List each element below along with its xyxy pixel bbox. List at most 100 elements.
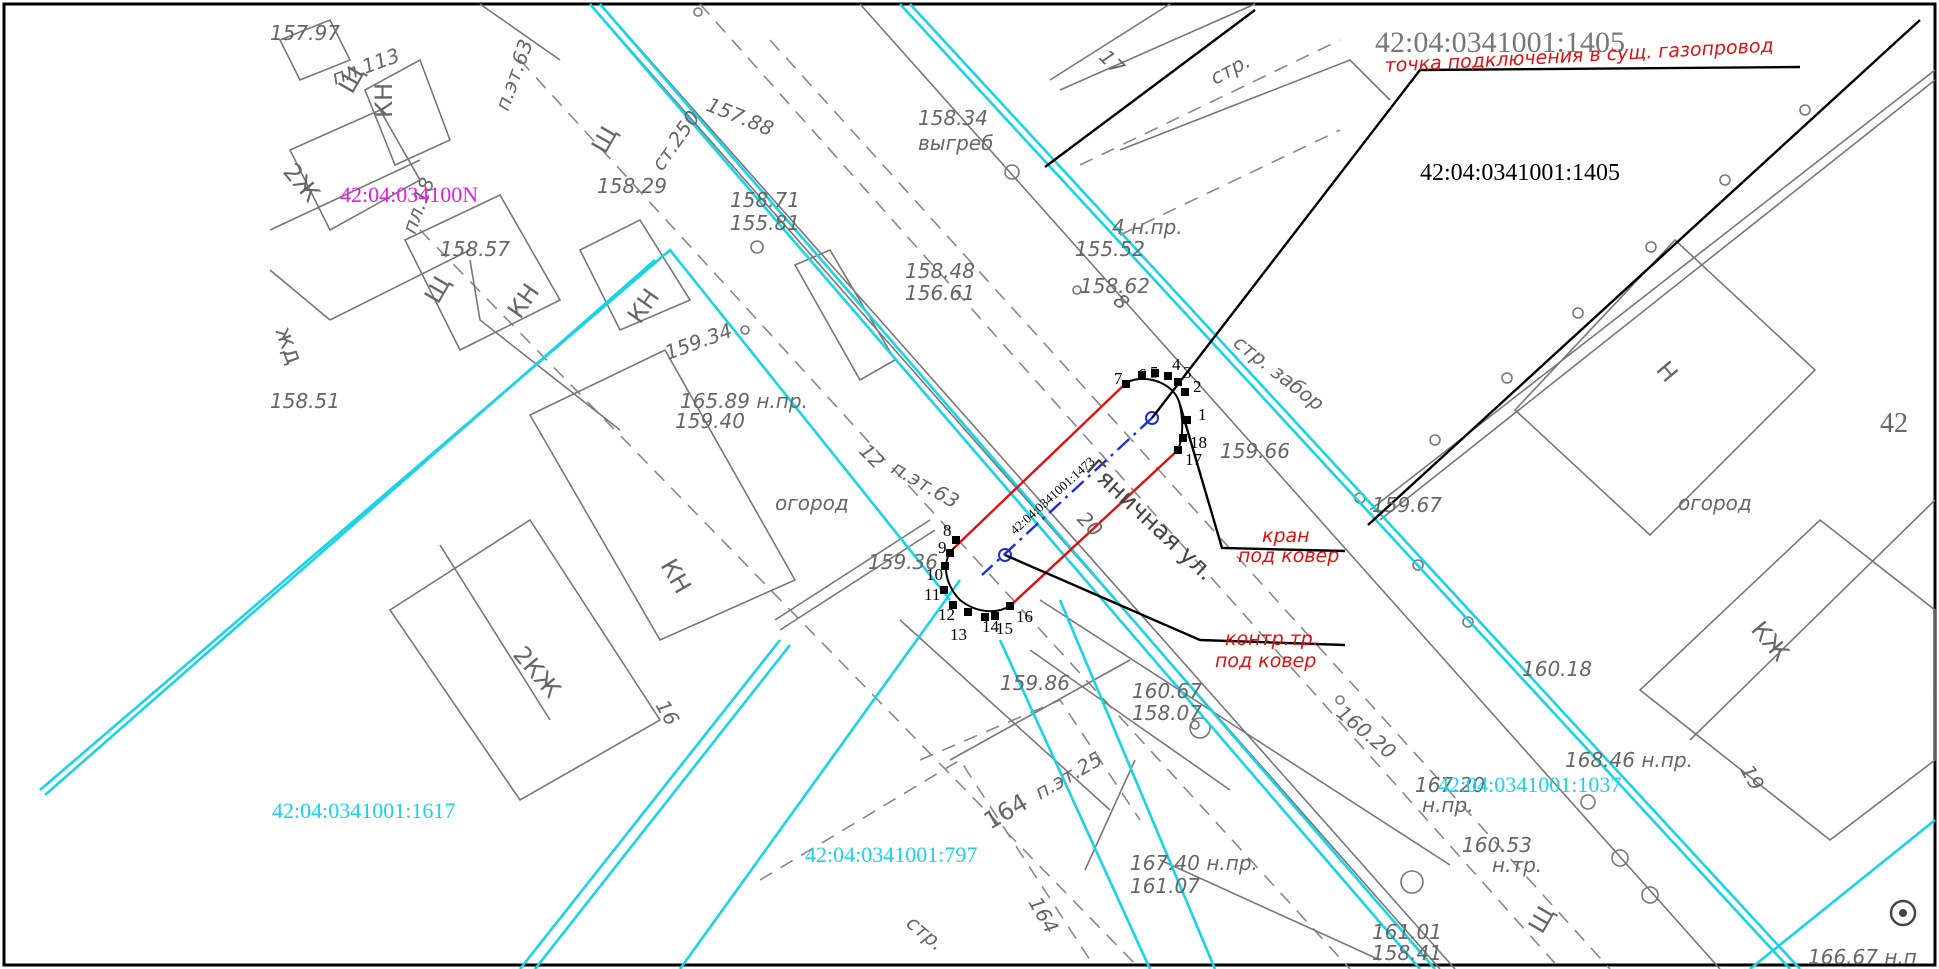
vygreb-label: выгреб <box>918 131 993 155</box>
boundary-point-number: 14 <box>982 617 1000 636</box>
elevation-label: 155.52 <box>1075 237 1145 261</box>
elevation-label: 158.71 <box>730 188 800 212</box>
boundary-point-marker <box>981 613 989 621</box>
boundary-point-marker <box>940 586 948 594</box>
elevation-label: 158.29 <box>597 174 667 198</box>
building-kn-label: КН <box>622 284 665 329</box>
garden-label: огород <box>775 491 849 515</box>
boundary-point-marker <box>952 536 960 544</box>
number-label: 12 <box>854 439 889 474</box>
valve-note-line1: кран <box>1262 525 1310 547</box>
building-kn-label: КН <box>655 554 697 598</box>
control-pipe-note-line1: контр.тр. <box>1225 628 1319 650</box>
boundary-point-marker <box>949 601 957 609</box>
building-kn-label: КН <box>370 83 398 118</box>
boundary-point-number: 9 <box>938 538 947 557</box>
boundary-point-marker <box>991 612 999 620</box>
gas-pipe-line <box>981 417 1153 576</box>
building-sh-label: Щ <box>419 271 456 308</box>
parcel-number-bottom-right: 42:04:0341001:1037 <box>1438 772 1621 797</box>
garden-label: огород <box>1678 491 1752 515</box>
boundary-point-marker <box>1164 372 1172 380</box>
number-label: 16 <box>651 696 685 730</box>
elevation-label: 155.81 <box>730 211 800 235</box>
elevation-label: 160.53 <box>1462 833 1532 857</box>
boundary-point-number: 15 <box>996 619 1013 638</box>
boundary-point-number: 13 <box>950 625 967 644</box>
structure-label: стр. <box>902 910 949 955</box>
boundary-point-marker <box>1179 434 1187 442</box>
elevation-label: 165.89 н.пр. <box>680 389 808 413</box>
elevation-labels: 157.97 157.88 158.34 158.29 158.71 155.8… <box>270 21 1917 969</box>
parcel-number-magenta: 42:04:034100N <box>340 182 478 207</box>
ntr-label: н.тр. <box>1492 853 1542 877</box>
building-n-label: Н <box>1650 356 1683 388</box>
number-label: 17 <box>1094 45 1129 80</box>
boundary-point-number: 18 <box>1190 433 1207 452</box>
parcel-number-bottom-left: 42:04:0341001:1617 <box>272 798 455 823</box>
building-kzh-label: 2КЖ <box>507 641 566 704</box>
elevation-label: 167.40 н.пр. <box>1130 851 1258 875</box>
structure-label: стр. <box>1206 49 1254 90</box>
parcel-number-bottom-center: 42:04:0341001:797 <box>805 842 977 867</box>
number-label: 164 <box>979 788 1033 835</box>
building-zh-label: 2Ж <box>277 158 325 208</box>
red-annotations: точка подключения в сущ. газопровод кран… <box>1215 35 1774 672</box>
elevation-label: 158.51 <box>270 389 340 413</box>
elevation-label: 156.61 <box>905 281 975 305</box>
boundary-point-number: 1 <box>1198 405 1207 424</box>
elevation-label: 158.48 <box>905 259 975 283</box>
npr-label: н.пр. <box>1422 793 1474 817</box>
elevation-label: 160.67 <box>1132 679 1202 703</box>
boundary-point-marker <box>1183 416 1191 424</box>
boundary-point-number: 2 <box>1193 377 1202 396</box>
boundary-point-marker <box>1174 446 1182 454</box>
st250-label: ст.250 <box>646 106 704 175</box>
elevation-label: 166.67 н.п <box>1808 945 1917 969</box>
boundary-point-marker <box>1122 380 1130 388</box>
elevation-label: 161.07 <box>1130 874 1200 898</box>
elevation-label: 159.34 <box>662 318 736 364</box>
elevation-label: 158.34 <box>918 106 988 130</box>
elevation-label: 158.57 <box>440 237 510 261</box>
boundary-point-marker <box>1138 371 1146 379</box>
elevation-label: 159.40 <box>675 409 745 433</box>
target-icon[interactable] <box>1889 899 1917 927</box>
cadastral-labels: 42:04:0341001:1405 42:04:0341001:1405 42… <box>272 26 1908 867</box>
boundary-point-marker <box>1181 388 1189 396</box>
boundary-point-marker <box>964 608 972 616</box>
elevation-label: 159.67 <box>1372 493 1442 517</box>
elevation-label: 159.66 <box>1220 439 1290 463</box>
elevation-label: 159.36 <box>868 550 938 574</box>
elevation-label: 168.46 н.пр. <box>1565 748 1693 772</box>
building-zhd-label: жд <box>269 322 308 367</box>
building-sh-label: Щ <box>1523 901 1560 938</box>
number-label: 20 <box>1072 507 1107 542</box>
boundary-point-number: 4 <box>1172 355 1181 374</box>
building-kn-label: КН <box>502 279 545 324</box>
boundary-point-marker <box>946 549 954 557</box>
parcel-number-top-right: 42:04:0341001:1405 <box>1420 160 1620 186</box>
boundary-point-marker <box>941 562 949 570</box>
valve-note-line2: под ковер <box>1238 545 1339 567</box>
elevation-label: 158.07 <box>1132 701 1202 725</box>
elevation-label: 161.01 <box>1372 920 1442 944</box>
boundary-point-number: 7 <box>1114 369 1123 388</box>
number-label: 164 <box>1024 893 1064 938</box>
elevation-label: 158.41 <box>1372 941 1442 965</box>
building-labels: КН КН КН КН Щ Щ Щ Щ 2Ж 2КЖ Н КЖ жд <box>269 61 1794 938</box>
boundary-point-number: 8 <box>943 521 952 540</box>
pet63-label: п.эт.63 <box>490 36 538 114</box>
boundary-point-marker <box>1006 602 1014 610</box>
boundary-point-number: 12 <box>938 605 955 624</box>
elevation-label: 159.86 <box>1000 671 1070 695</box>
building-kzh-label: КЖ <box>1745 616 1794 667</box>
boundary-point-number: 17 <box>1185 450 1203 469</box>
elevation-label: 160.20 <box>1332 700 1401 763</box>
building-sh-label: Щ <box>586 121 623 158</box>
boundary-point-marker <box>1174 378 1182 386</box>
boundary-point-number: 6 <box>1138 365 1147 384</box>
boundary-point-number: 16 <box>1016 607 1033 626</box>
